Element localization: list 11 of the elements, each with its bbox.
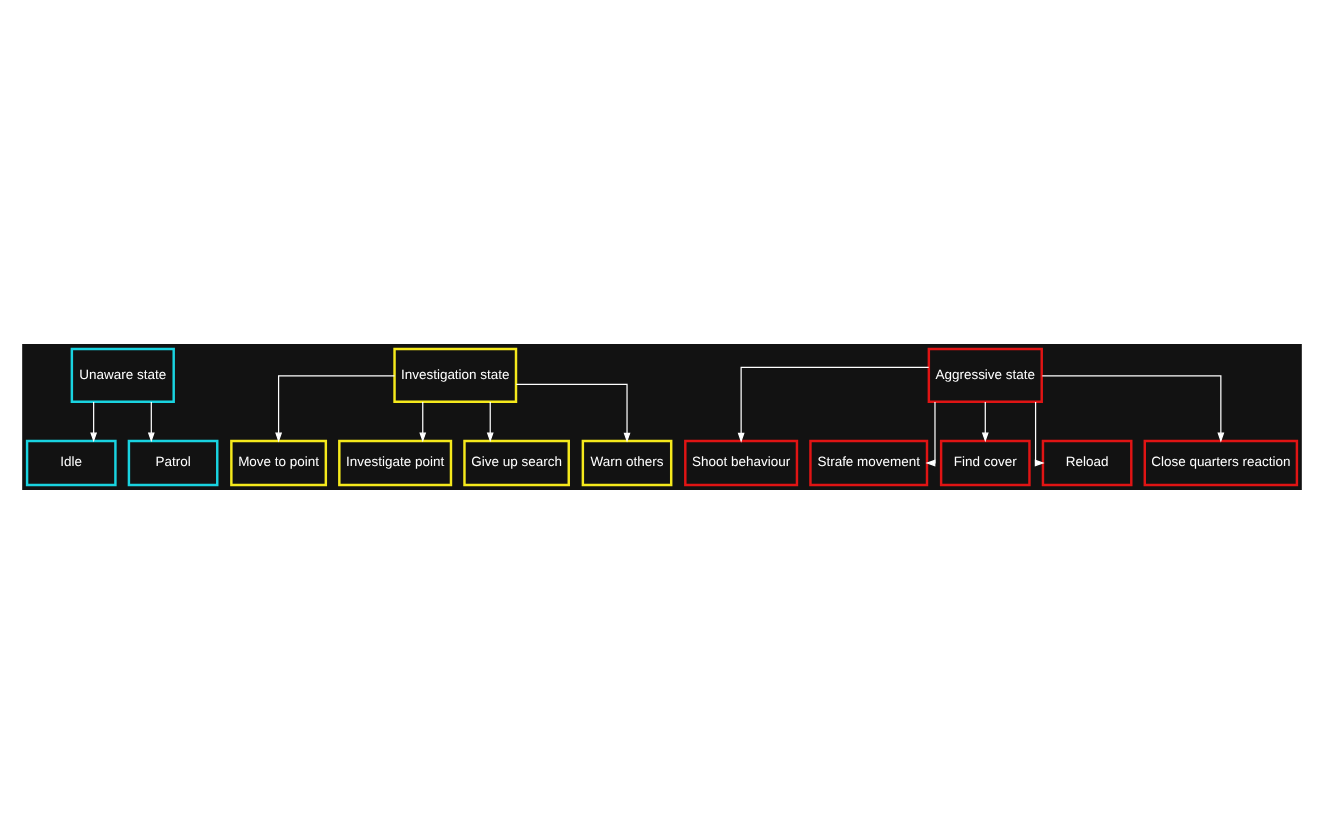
arrow bbox=[1041, 374, 1225, 442]
arrow bbox=[737, 365, 930, 442]
arrow bbox=[1034, 400, 1045, 466]
arrow bbox=[419, 400, 427, 442]
arrow bbox=[90, 400, 98, 442]
arrow bbox=[515, 382, 631, 442]
arrow bbox=[486, 400, 494, 442]
arrow bbox=[925, 400, 936, 466]
arrow bbox=[275, 374, 396, 442]
arrow bbox=[981, 400, 989, 442]
arrow bbox=[147, 400, 155, 442]
